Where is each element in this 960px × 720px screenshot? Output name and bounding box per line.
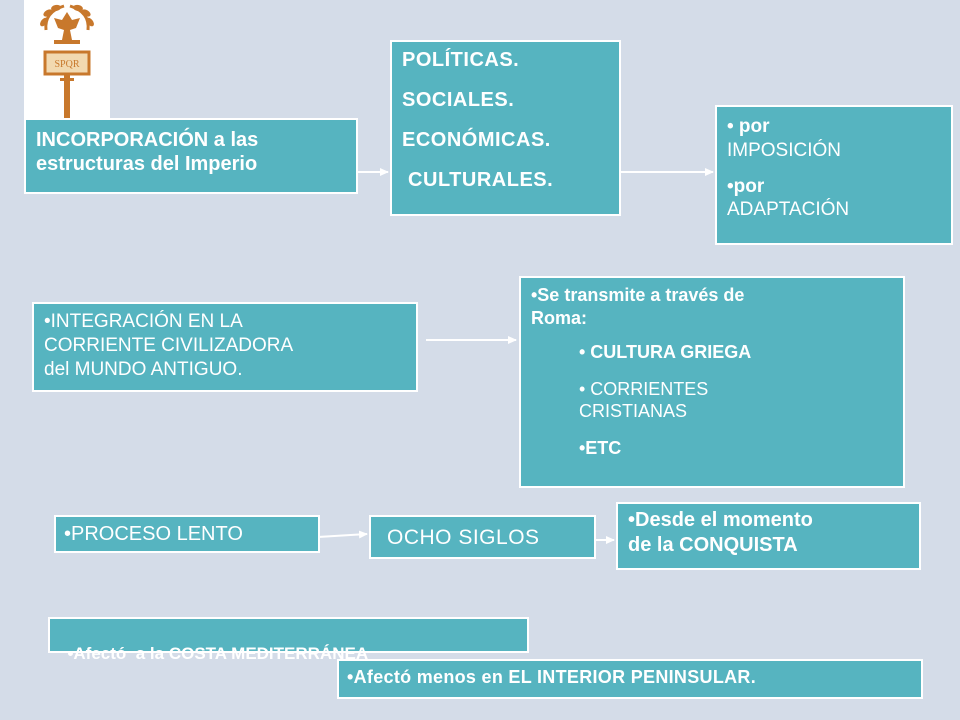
mode-imposicion: • por IMPOSICIÓN xyxy=(727,115,951,163)
mode-adaptacion-line-2: ADAPTACIÓN xyxy=(727,199,850,221)
desde-line-2: de la CONQUISTA xyxy=(628,534,798,556)
proceso-box: •PROCESO LENTO xyxy=(54,515,320,553)
transmite-item-etc: •ETC xyxy=(579,437,622,458)
incorporacion-line-2: estructuras del Imperio xyxy=(36,153,258,175)
transmite-item-corrientes: • CORRIENTES xyxy=(579,378,709,399)
logo-text: SPQR xyxy=(54,59,79,70)
integracion-line-1: •INTEGRACIÓN EN LA xyxy=(44,311,243,332)
spqr-logo: SPQR xyxy=(24,0,110,118)
integracion-line-3: del MUNDO ANTIGUO. xyxy=(44,358,243,380)
interior-box: •Afectó menos en EL INTERIOR PENINSULAR. xyxy=(337,659,923,699)
transmite-intro-line-2: Roma: xyxy=(531,307,588,328)
transmite-item-cultura-griega: • CULTURA GRIEGA xyxy=(579,342,752,362)
transmite-intro-line-1: •Se transmite a través de xyxy=(531,285,745,305)
interior-text: •Afectó menos en EL INTERIOR PENINSULAR. xyxy=(347,667,757,687)
desde-box: •Desde el momento de la CONQUISTA xyxy=(616,502,921,570)
costa-text: •Afectó a la COSTA MEDITERRÁNEA xyxy=(67,644,369,664)
incorporacion-line-1: INCORPORACIÓN a las xyxy=(36,129,259,151)
incorporacion-box: INCORPORACIÓN a las estructuras del Impe… xyxy=(24,118,358,194)
aspects-box: POLÍTICAS. SOCIALES. ECONÓMICAS. CULTURA… xyxy=(390,40,621,216)
arrow-proceso-to-siglos xyxy=(317,530,368,539)
transmite-item-cristianas: CRISTIANAS xyxy=(579,401,688,421)
aspect-politicas: POLÍTICAS. xyxy=(402,49,520,71)
integracion-box: •INTEGRACIÓN EN LA CORRIENTE CIVILIZADOR… xyxy=(32,302,418,392)
mode-adaptacion: •por ADAPTACIÓN xyxy=(727,175,951,223)
transmite-list: • CULTURA GRIEGA • CORRIENTES CRISTIANAS… xyxy=(531,341,903,459)
siglos-box: OCHO SIGLOS xyxy=(369,515,596,559)
costa-box: •Afectó a la COSTA MEDITERRÁNEA xyxy=(48,617,529,663)
roman-eagle-icon: SPQR xyxy=(40,4,94,118)
mode-imposicion-line-1: • por xyxy=(727,116,770,137)
integracion-line-2: CORRIENTE CIVILIZADORA xyxy=(44,334,294,356)
aspect-culturales: CULTURALES. xyxy=(402,169,554,191)
siglos-text: OCHO SIGLOS xyxy=(387,526,540,549)
aspect-economicas: ECONÓMICAS. xyxy=(402,129,551,151)
mode-imposicion-line-2: IMPOSICIÓN xyxy=(727,139,842,161)
desde-line-1: •Desde el momento xyxy=(628,509,813,531)
aspect-sociales: SOCIALES. xyxy=(402,89,515,111)
modes-box: • por IMPOSICIÓN •por ADAPTACIÓN xyxy=(715,105,953,245)
mode-adaptacion-line-1: •por xyxy=(727,175,765,197)
proceso-text: •PROCESO LENTO xyxy=(64,523,243,545)
transmite-box: •Se transmite a través de Roma: • CULTUR… xyxy=(519,276,905,488)
